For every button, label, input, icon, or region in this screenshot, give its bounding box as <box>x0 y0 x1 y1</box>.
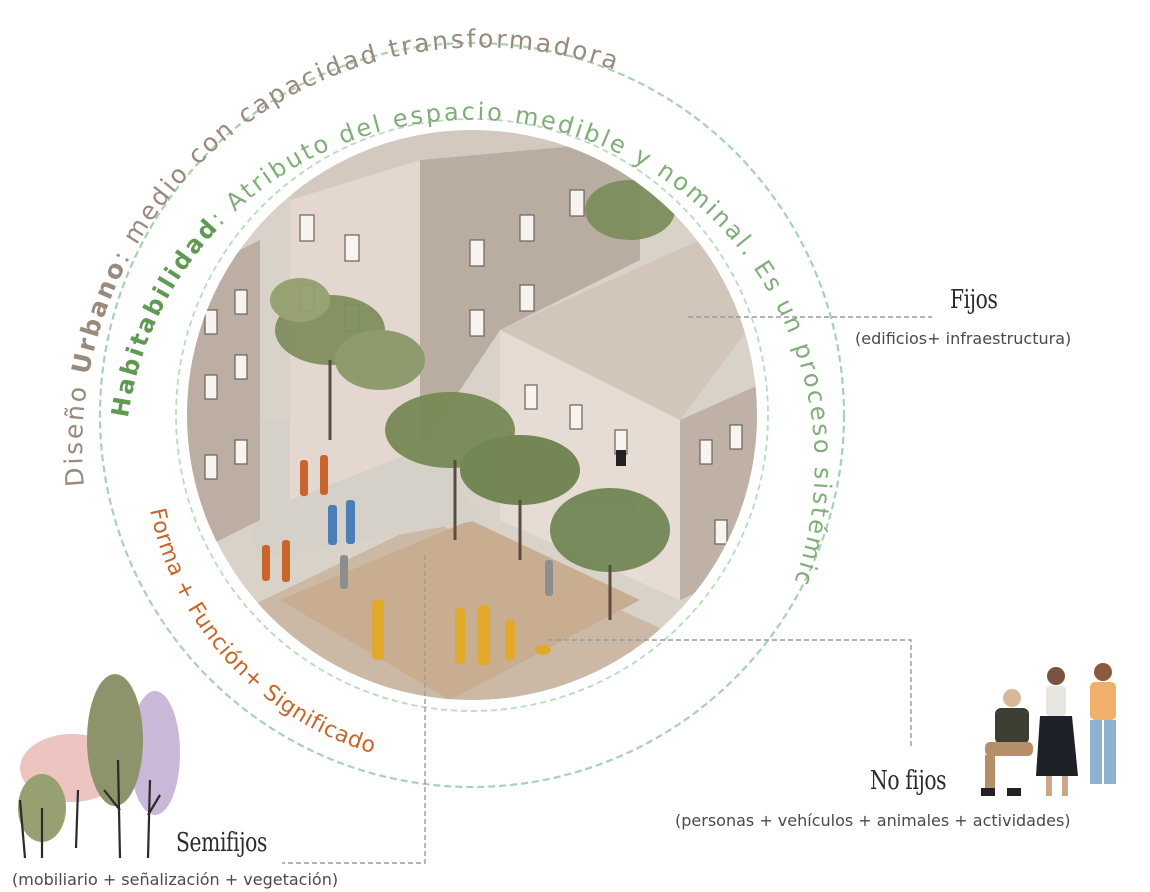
people-group-illustration <box>981 663 1116 796</box>
people-figures <box>262 450 626 665</box>
nofijos-subtitle: (personas + vehículos + animales + activ… <box>675 811 1071 830</box>
nofijos-title: No fijos <box>870 766 947 796</box>
fijos-title: Fijos <box>950 285 998 315</box>
outer-dashed-ring <box>98 41 846 789</box>
semifijos-title: Semifijos <box>176 828 268 858</box>
trees-illustration <box>18 674 180 859</box>
fijos-subtitle: (edificios+ infraestructura) <box>855 329 1072 348</box>
semifijos-subtitle: (mobiliario + señalización + vegetación) <box>12 870 339 889</box>
semifijos-connector-line <box>282 555 426 864</box>
nofijos-connector-line <box>548 639 912 748</box>
isometric-street-illustration <box>187 130 757 700</box>
inner-dashed-ring <box>175 118 769 712</box>
